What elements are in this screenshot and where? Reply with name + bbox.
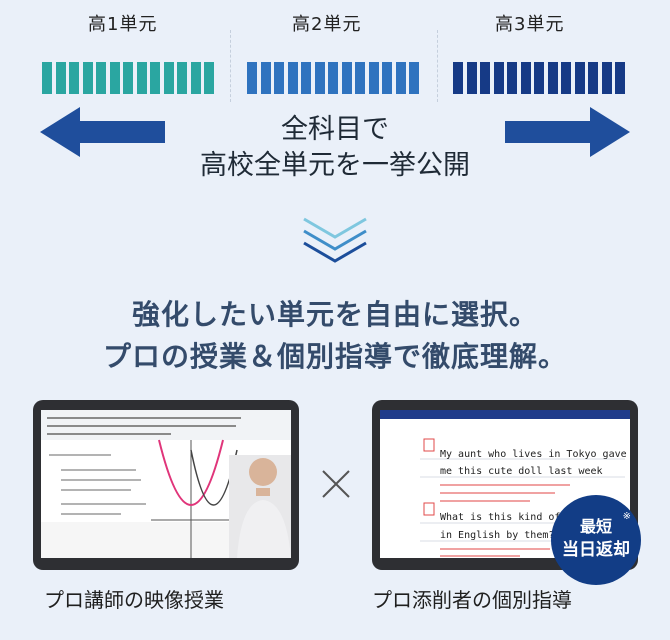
- lead-line-1: 強化したい単元を自由に選択。: [131, 298, 538, 331]
- unit2-bar-segment: [287, 62, 298, 94]
- center-line-1: 全科目で: [281, 114, 389, 145]
- unit1-bar-segment: [82, 62, 93, 94]
- unit1-bar-segment: [55, 62, 66, 94]
- unit2-bar-segment: [314, 62, 325, 94]
- video-lesson-tablet: [33, 400, 299, 570]
- unit3-bar-segment: [615, 62, 625, 94]
- unit2-bar-segment: [368, 62, 379, 94]
- unit1-bar-segment: [42, 62, 52, 94]
- same-day-return-badge: 最短 当日返却 ※: [551, 495, 641, 585]
- handwriting-line-1: My aunt who lives in Tokyo gave: [440, 449, 627, 460]
- lead-message: 強化したい単元を自由に選択。 プロの授業＆個別指導で徹底理解。: [0, 294, 670, 378]
- unit2-bar-segment: [382, 62, 392, 94]
- lead-line-2: プロの授業＆個別指導で徹底理解。: [102, 340, 567, 373]
- unit1-bar-segment: [204, 62, 214, 94]
- unit3-bar-segment: [453, 62, 463, 94]
- handwriting-line-4: in English by them?: [440, 530, 554, 541]
- handwriting-line-3: What is this kind of insect: [440, 512, 603, 523]
- center-line-2: 高校全単元を一挙公開: [200, 150, 470, 181]
- badge-line-1: 最短: [579, 517, 612, 536]
- unit1-bar-segment: [163, 62, 174, 94]
- unit3-heading: 高3単元: [495, 14, 565, 35]
- unit3-bar-segment: [493, 62, 504, 94]
- unit3-bar-segment: [534, 62, 544, 94]
- app-top-bar: [380, 410, 630, 419]
- unit1-bar-segment: [96, 62, 106, 94]
- unit2-bar-segment: [328, 62, 338, 94]
- unit2-bar-segment: [301, 62, 311, 94]
- handwriting-line-2: me this cute doll last week: [440, 466, 603, 477]
- unit3-bar-segment: [601, 62, 612, 94]
- unit1-bar-segment: [150, 62, 160, 94]
- unit1-bar-segment: [109, 62, 120, 94]
- unit3-bar-segment: [547, 62, 558, 94]
- divider-1: [230, 30, 231, 102]
- unit1-bar-segment: [190, 62, 201, 94]
- video-lesson-screen: [41, 410, 291, 558]
- arrow-left-icon: [40, 107, 165, 157]
- unit2-bar-segment: [341, 62, 352, 94]
- unit3-bar-segment: [574, 62, 585, 94]
- unit2-bar-segment: [355, 62, 365, 94]
- correction-caption: プロ添削者の個別指導: [372, 588, 572, 612]
- unit3-bar-segment: [588, 62, 598, 94]
- divider-2: [437, 30, 438, 102]
- lecture-video-thumbnail: [41, 410, 291, 558]
- unit1-heading: 高1単元: [88, 14, 158, 35]
- unit2-bar-segment: [395, 62, 406, 94]
- chevron-down-icon: [303, 217, 367, 263]
- arrow-right-icon: [505, 107, 630, 157]
- unit1-bar-segment: [123, 62, 133, 94]
- multiply-icon: [322, 470, 350, 498]
- unit2-bar-segment: [274, 62, 284, 94]
- unit3-bar-segment: [466, 62, 477, 94]
- unit-headings: 高1単元 高2単元 高3単元: [0, 0, 670, 36]
- unit3-bar-segment: [520, 62, 531, 94]
- badge-note-mark: ※: [622, 511, 631, 522]
- center-message: 全科目で 高校全単元を一挙公開: [0, 112, 670, 184]
- unit1-bar-segment: [136, 62, 147, 94]
- unit2-bar-segment: [260, 62, 271, 94]
- unit2-bar-segment: [409, 62, 419, 94]
- unit2-heading: 高2単元: [292, 14, 362, 35]
- unit1-bar-segment: [177, 62, 187, 94]
- unit1-bar-segment: [69, 62, 79, 94]
- unit3-bar-segment: [507, 62, 517, 94]
- video-lesson-caption: プロ講師の映像授業: [44, 588, 224, 612]
- unit3-bar-segment: [561, 62, 571, 94]
- badge-line-2: 当日返却: [562, 540, 630, 560]
- unit2-bar-segment: [247, 62, 257, 94]
- unit3-bar-segment: [480, 62, 490, 94]
